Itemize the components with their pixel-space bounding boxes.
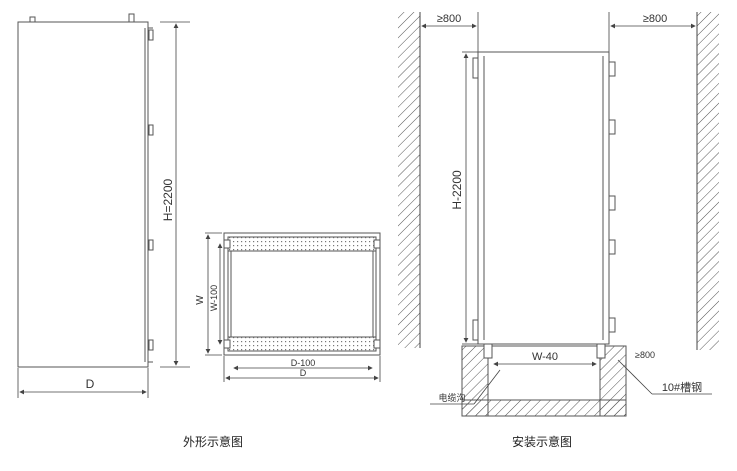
cabinet-side-view [472, 51, 616, 345]
depth-dimension [17, 368, 149, 398]
right-caption: 安装示意图 [512, 434, 572, 449]
installed-height-label: H-2200 [450, 170, 464, 210]
cable-trench-label: 电缆沟 [438, 392, 465, 403]
base-width-label: W-40 [532, 351, 558, 363]
height-dimension [160, 21, 190, 368]
top-inner-depth-label: D-100 [291, 358, 316, 368]
installed-height-dimension [462, 51, 478, 345]
leader-lines [430, 359, 712, 405]
clearance-right-dimension [608, 12, 696, 52]
right-wall [696, 12, 719, 350]
top-width-dimension [205, 232, 223, 356]
clearance-left-dimension [421, 12, 479, 52]
cabinet-top-view [223, 232, 381, 356]
left-wall [398, 12, 421, 348]
top-depth-label: D [300, 368, 307, 378]
clearance-left-label: ≥800 [437, 13, 461, 25]
left-caption: 外形示意图 [183, 434, 243, 449]
top-width-label: W [195, 295, 206, 305]
clearance-right-label: ≥800 [643, 13, 667, 25]
cabinet-front-view [17, 13, 154, 368]
depth-label: D [86, 377, 95, 391]
top-inner-width-label: W-100 [209, 285, 219, 311]
clearance-bottom-label: ≥800 [635, 350, 655, 360]
top-depth-dimension [223, 356, 381, 382]
channel-steel-label: 10#槽钢 [662, 381, 702, 394]
height-label: H=2200 [161, 178, 175, 221]
